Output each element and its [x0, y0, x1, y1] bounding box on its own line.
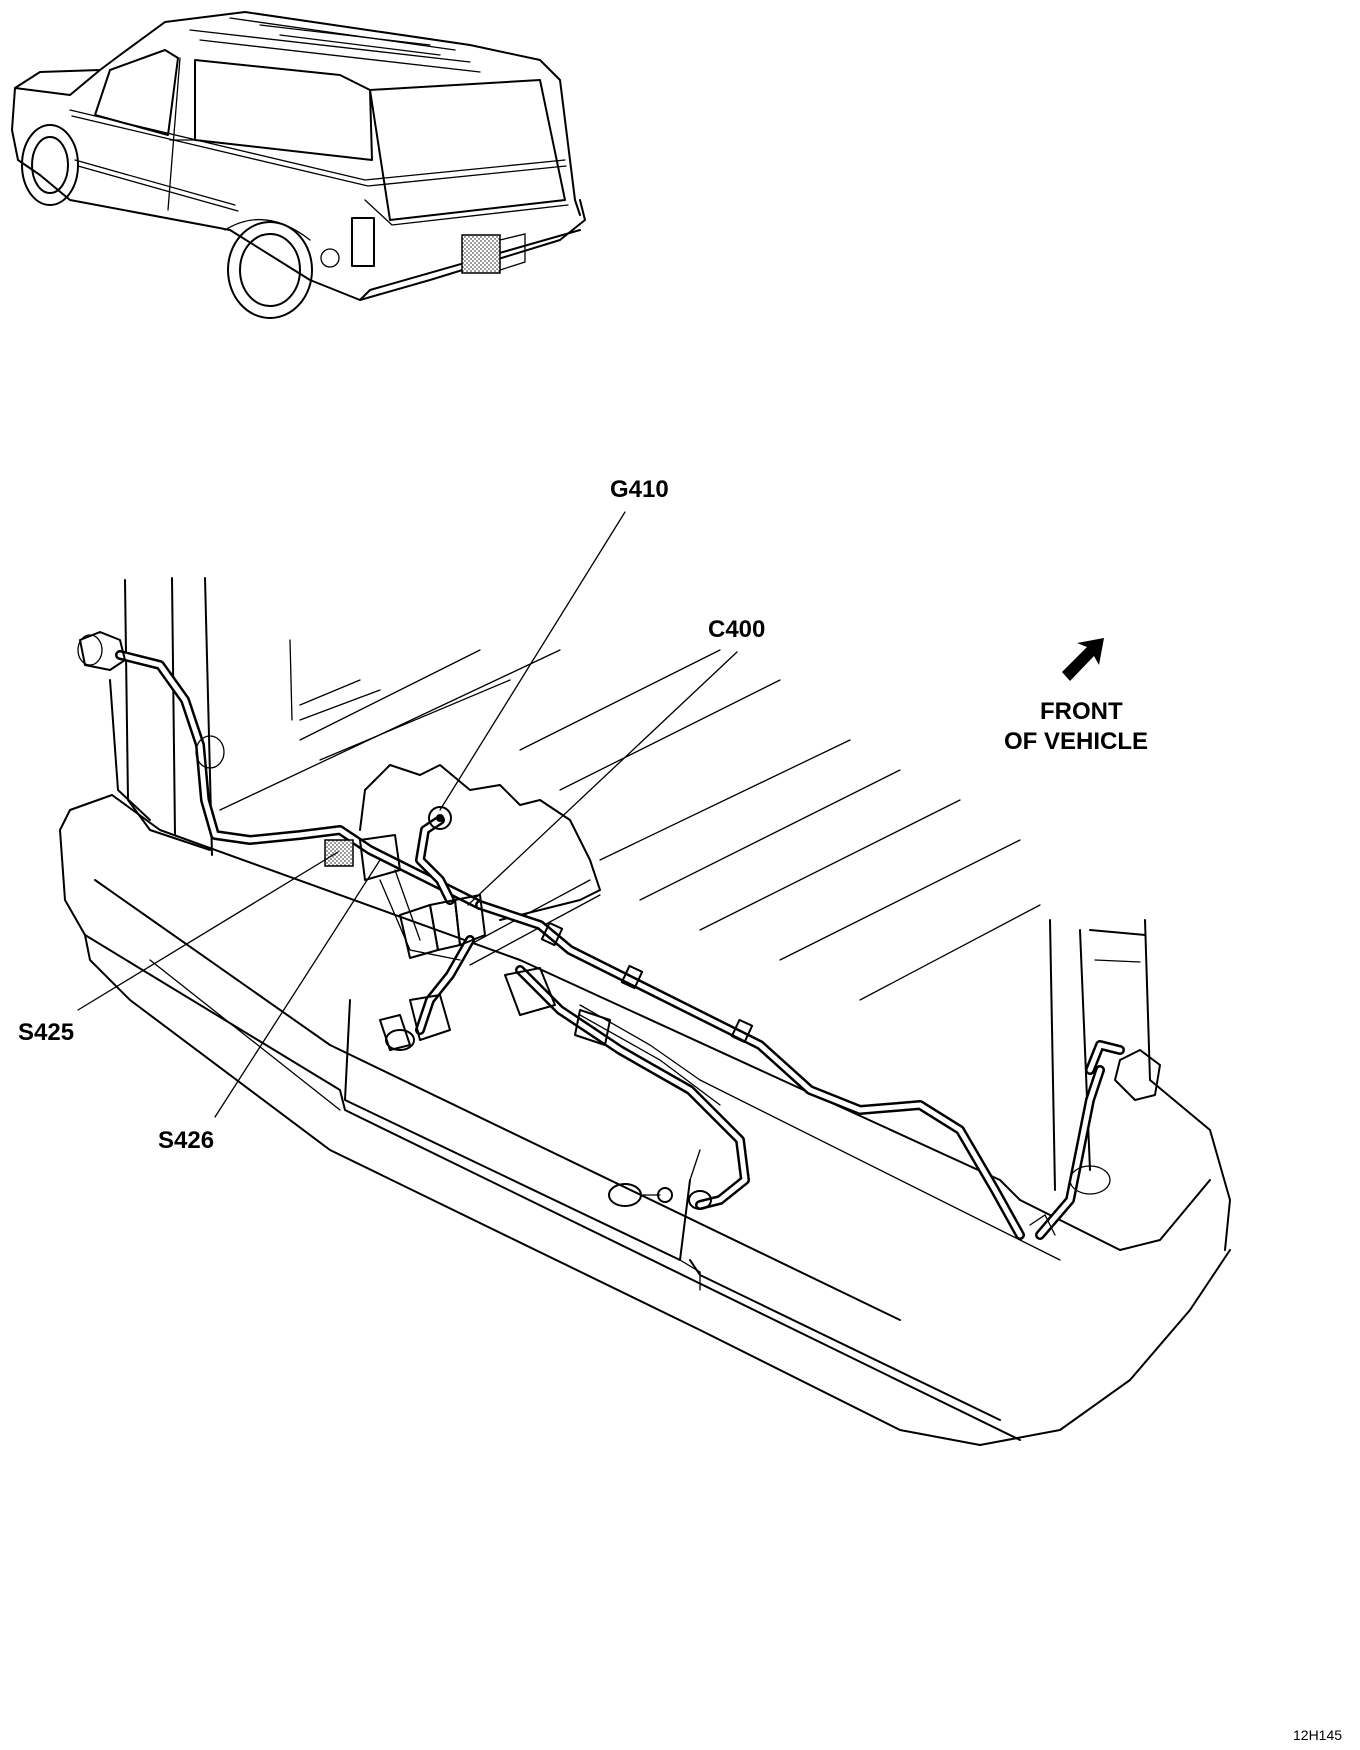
connectors	[77, 631, 1161, 1236]
leader-s426	[214, 859, 381, 1118]
label-g410: G410	[610, 476, 669, 503]
wiring-harness	[115, 650, 1105, 1261]
label-s425: S425	[18, 1019, 74, 1046]
vehicle-locator-illustration	[11, 11, 586, 319]
label-s426: S426	[158, 1127, 214, 1154]
label-front: FRONT	[1040, 698, 1123, 725]
leader-g410	[439, 511, 626, 811]
label-of-vehicle: OF VEHICLE	[1004, 728, 1148, 755]
figure-id: 12H145	[1293, 1727, 1342, 1743]
bumper-assembly	[59, 577, 1231, 1446]
spare-tire-plate	[359, 764, 601, 966]
leader-c400	[467, 651, 738, 906]
arrow-up-right-icon	[1062, 638, 1104, 681]
leader-s425	[77, 851, 339, 1011]
leader-lines	[77, 511, 738, 1118]
label-c400: C400	[708, 616, 765, 643]
